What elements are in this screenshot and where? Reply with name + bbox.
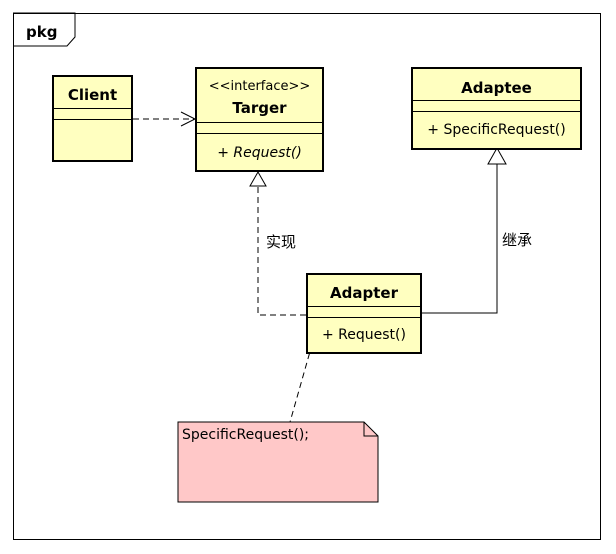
class-name: Adaptee — [461, 79, 532, 97]
package-label: pkg — [26, 23, 58, 41]
class-adapter[interactable]: Adapter + Request() — [306, 273, 422, 354]
operations-separator — [413, 111, 580, 112]
inheritance-line — [422, 164, 498, 314]
inheritance-label: 继承 — [502, 231, 533, 249]
attributes-separator — [197, 122, 322, 123]
class-name: Client — [67, 86, 118, 104]
attributes-separator — [413, 100, 580, 101]
operations-separator — [197, 133, 322, 134]
inheritance-arrowhead — [487, 146, 507, 165]
class-adaptee[interactable]: Adaptee + SpecificRequest() — [411, 67, 582, 150]
class-targer[interactable]: <<interface>> Targer + Request() — [195, 67, 324, 172]
package-frame — [13, 13, 601, 540]
operations-separator — [54, 119, 131, 120]
realization-label: 实现 — [266, 233, 297, 251]
operations-separator — [308, 317, 420, 318]
operation-request: + Request() — [217, 145, 302, 161]
realization-arrowhead — [249, 170, 267, 187]
realization-line — [257, 186, 306, 316]
class-name: Targer — [232, 99, 287, 117]
operation-request: + Request() — [322, 327, 406, 343]
attributes-separator — [308, 306, 420, 307]
operation-specific-request: + SpecificRequest() — [427, 122, 566, 138]
note-shape — [177, 421, 379, 503]
class-stereotype: <<interface>> — [208, 79, 311, 94]
note-fold — [363, 422, 378, 437]
class-name: Adapter — [330, 284, 398, 302]
note-text: SpecificRequest(); — [182, 427, 309, 443]
attributes-separator — [54, 108, 131, 109]
class-client[interactable]: Client — [52, 75, 133, 162]
